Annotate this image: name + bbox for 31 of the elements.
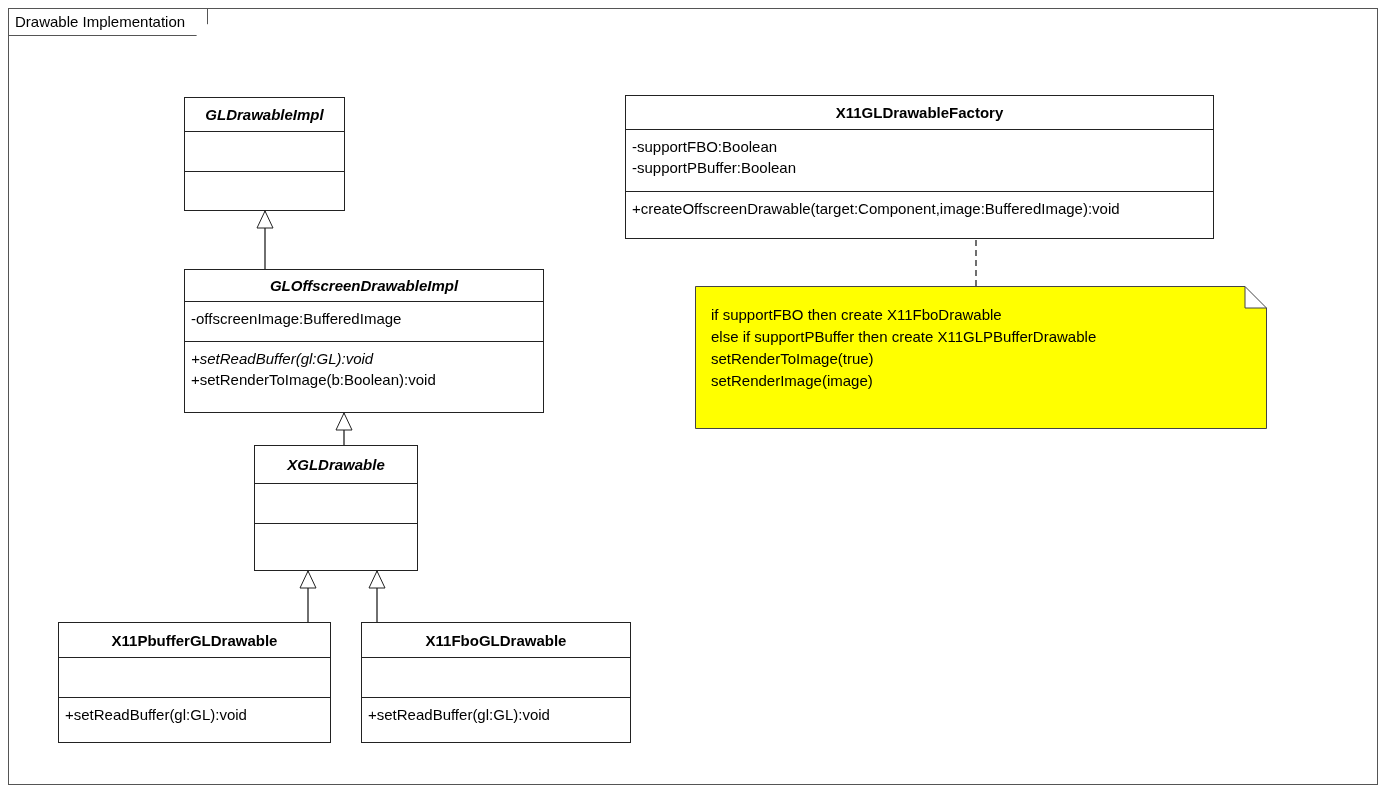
dashed-connector [975,238,977,287]
note-text: else if supportPBuffer then create X11GLPBufferDrawable [711,327,1097,347]
note-text: setRenderToImage(true) [711,349,874,369]
generalization-arrow [368,570,386,623]
attribute-text: -offscreenImage:BufferedImage [191,310,402,328]
operation-text: +setReadBuffer(gl:GL):void [65,705,247,723]
class-box [361,622,631,743]
class-name: GLDrawableImpl [204,106,325,124]
generalization-arrow [299,570,317,623]
operation-text: +setReadBuffer(gl:GL):void [368,705,550,723]
class-name: X11GLDrawableFactory [834,104,1005,122]
note-text: if supportFBO then create X11FboDrawable [711,305,1002,325]
class-box [625,95,1214,239]
generalization-arrow [335,412,353,446]
frame-border [8,8,1378,785]
class-name: X11PbufferGLDrawable [110,631,279,649]
attribute-text: -supportPBuffer:Boolean [632,159,796,177]
operation-text: +setReadBuffer(gl:GL):void [191,350,374,367]
class-box [58,622,331,743]
generalization-arrow [256,210,274,270]
operation-text: +createOffscreenDrawable(target:Component,image:BufferedImage):void [632,199,1120,217]
note-text: setRenderImage(image) [711,371,873,391]
class-box [184,97,345,211]
frame-title: Drawable Implementation [8,8,209,36]
class-name: GLOffscreenDrawableImpl [268,277,460,295]
class-box [184,269,544,413]
class-name: XGLDrawable [286,456,386,474]
class-name: X11FboGLDrawable [424,631,568,649]
operation-text: +setRenderToImage(b:Boolean):void [191,371,436,388]
class-box [254,445,418,571]
attribute-text: -supportFBO:Boolean [632,138,778,156]
